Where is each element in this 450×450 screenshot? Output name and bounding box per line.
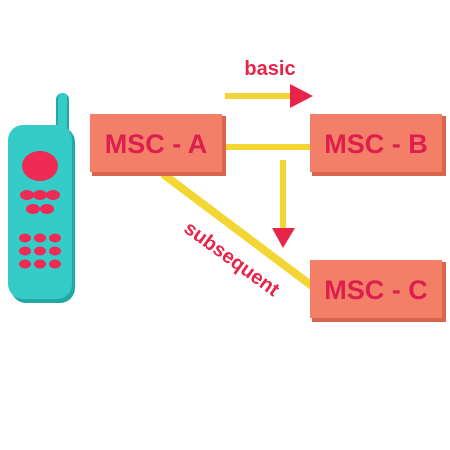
phone-keypad-grid (19, 233, 61, 269)
node-msc-c-label: MSC - C (324, 275, 428, 305)
phone-keypad-upper (20, 190, 60, 214)
mobile-phone-icon (8, 93, 75, 303)
basic-arrowhead (290, 84, 313, 108)
node-msc-c: MSC - C (310, 260, 446, 322)
connectors (160, 93, 315, 290)
phone-screen (22, 151, 58, 181)
node-msc-b-box (310, 114, 442, 172)
node-msc-a-box (90, 114, 222, 172)
phone-antenna-highlight (58, 93, 67, 133)
b-c-arrowhead (272, 228, 295, 248)
node-msc-a-label: MSC - A (105, 129, 208, 159)
node-msc-b: MSC - B (310, 114, 446, 176)
edge-label-basic: basic (244, 58, 295, 80)
node-msc-b-label: MSC - B (324, 129, 428, 159)
node-msc-c-box (310, 260, 442, 318)
link-a-c (160, 170, 315, 290)
node-msc-a: MSC - A (90, 114, 226, 176)
